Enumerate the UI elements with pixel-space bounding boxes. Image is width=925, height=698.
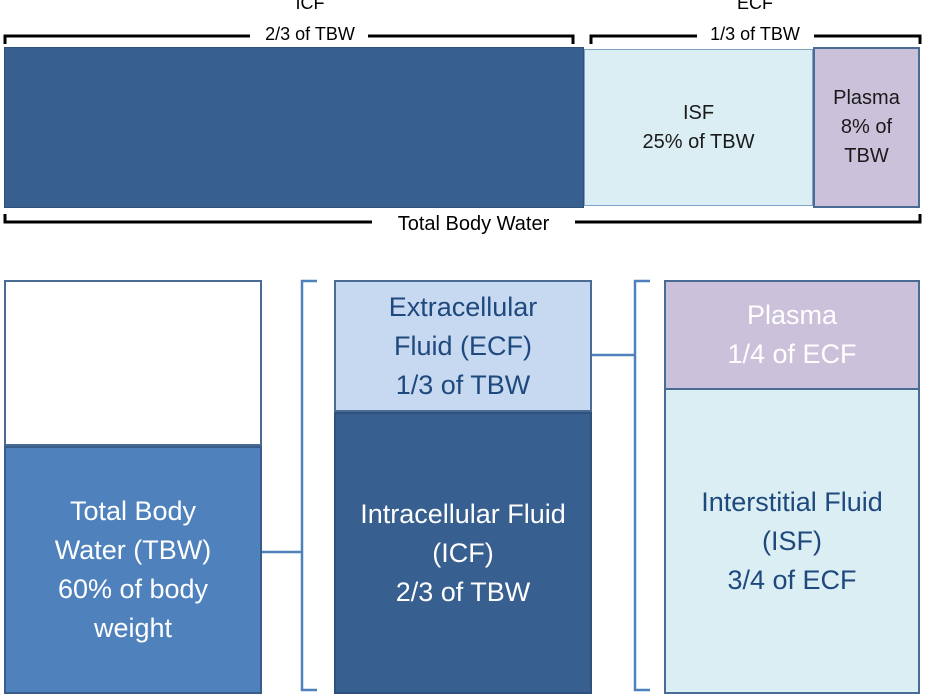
plasma-box: Plasma 1/4 of ECF — [664, 280, 920, 390]
icf-line-1: Intracellular Fluid — [360, 498, 566, 529]
plasma-line-2: 1/4 of ECF — [727, 339, 857, 369]
plasma-bar-name: Plasma — [833, 87, 900, 109]
isf-bar-segment: ISF 25% of TBW — [584, 49, 813, 206]
isf-bar-name: ISF — [682, 101, 715, 124]
icf-line-2: (ICF) — [432, 537, 494, 568]
ecf-split-bracket — [592, 279, 650, 692]
tbw-line-4: weight — [93, 613, 173, 643]
ecf-line-2: Fluid (ECF) — [393, 330, 532, 361]
ecf-top-fraction: 1/3 of TBW — [710, 24, 800, 44]
icf-top-label: ICF — [295, 0, 325, 13]
plasma-bar-pct: 8% of — [840, 116, 893, 138]
plasma-line-1: Plasma — [746, 300, 838, 330]
isf-box: Interstitial Fluid (ISF) 3/4 of ECF — [664, 388, 920, 694]
tbw-split-bracket — [262, 279, 317, 692]
ecf-box: Extracellular Fluid (ECF) 1/3 of TBW — [334, 280, 592, 412]
plasma-bar-segment: Plasma 8% of TBW — [813, 47, 920, 208]
isf-line-1: Interstitial Fluid — [701, 486, 883, 517]
plasma-bar-unit: TBW — [844, 145, 889, 167]
tbw-box: Total Body Water (TBW) 60% of body weigh… — [4, 446, 262, 694]
icf-bar-segment — [4, 47, 584, 208]
isf-bar-fraction: 25% of TBW — [642, 130, 755, 153]
isf-line-3: 3/4 of ECF — [727, 564, 857, 595]
icf-top-fraction: 2/3 of TBW — [265, 24, 355, 44]
tbw-line-1: Total Body — [69, 496, 197, 526]
icf-box: Intracellular Fluid (ICF) 2/3 of TBW — [334, 412, 592, 694]
total-body-water-label: Total Body Water — [397, 213, 550, 235]
ecf-line-1: Extracellular — [388, 291, 538, 322]
tbw-line-3: 60% of body — [57, 574, 209, 604]
icf-bracket — [3, 34, 575, 44]
isf-line-2: (ISF) — [762, 525, 822, 556]
ecf-bracket — [589, 34, 922, 44]
icf-line-3: 2/3 of TBW — [395, 576, 531, 607]
ecf-top-label: ECF — [737, 0, 773, 13]
ecf-line-3: 1/3 of TBW — [395, 369, 531, 400]
tbw-line-2: Water (TBW) — [54, 535, 212, 565]
tbw-bracket — [3, 214, 922, 224]
tbw-empty-box — [4, 280, 262, 446]
